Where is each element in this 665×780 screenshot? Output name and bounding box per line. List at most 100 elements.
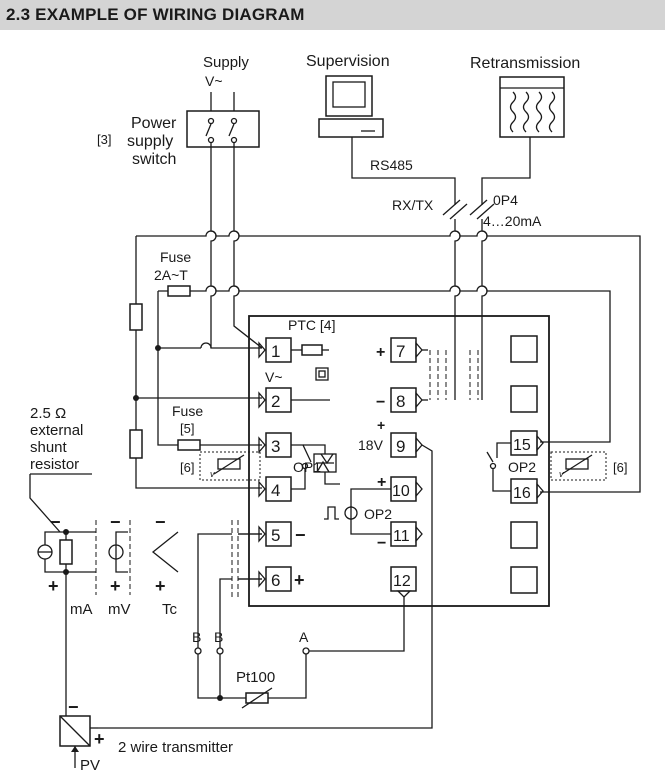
shunt-label-3: shunt — [30, 439, 68, 456]
shunt-label-2: external — [30, 422, 83, 439]
svg-text:10: 10 — [392, 483, 410, 500]
svg-text:7: 7 — [396, 342, 405, 361]
svg-text:v: v — [210, 469, 215, 479]
terminal-12: 12 — [390, 566, 417, 598]
b2-label: B — [214, 629, 223, 645]
svg-text:12: 12 — [393, 573, 411, 590]
supply-voltage-label: V~ — [205, 73, 223, 89]
t5-minus: − — [295, 525, 306, 545]
terminal-8: 8 — [390, 387, 423, 413]
mv-minus: − — [110, 512, 121, 532]
supervision-label: Supervision — [306, 53, 390, 70]
svg-text:16: 16 — [513, 485, 531, 502]
terminal-7: 7 — [390, 337, 423, 363]
snubber-left — [199, 451, 261, 481]
ma-plus: + — [48, 576, 59, 596]
op4-label: 0P4 — [493, 192, 518, 208]
transmitter-label: 2 wire transmitter — [118, 739, 233, 756]
mv-plus: + — [110, 576, 121, 596]
mv-label: mV — [108, 601, 131, 618]
t8-minus: − — [376, 394, 385, 411]
terminal-2: 2 — [258, 387, 292, 413]
ptc-resistor — [301, 344, 323, 356]
terminal-5: 5 — [258, 521, 292, 547]
op2-ssr-label: OP2 — [364, 506, 392, 522]
ref6-left-label: [6] — [180, 460, 194, 475]
svg-text:1: 1 — [271, 342, 280, 361]
op2-relay-label: OP2 — [508, 459, 536, 475]
fuse-mid-label: Fuse — [172, 403, 203, 419]
pulse-icon — [324, 506, 339, 520]
double-insulation-icon — [315, 367, 329, 381]
svg-text:v: v — [559, 469, 564, 479]
svg-text:3: 3 — [271, 437, 280, 456]
slot-2 — [510, 385, 538, 413]
slot-3 — [510, 521, 538, 549]
ma-label: mA — [70, 601, 93, 618]
v-label: V~ — [265, 369, 283, 385]
tx-minus: − — [68, 697, 79, 717]
section-header: 2.3 EXAMPLE OF WIRING DIAGRAM — [0, 0, 665, 30]
terminal-11: 11 — [390, 521, 423, 547]
t6-plus: + — [294, 570, 305, 590]
terminal-1: 1 — [258, 337, 292, 363]
v18-label: 18V — [358, 437, 384, 453]
tc-plus: + — [155, 576, 166, 596]
terminal-16: 16 — [510, 478, 544, 504]
svg-text:15: 15 — [513, 437, 531, 454]
a-label: A — [299, 629, 309, 645]
chart-recorder-icon — [499, 76, 565, 138]
t10-plus: + — [377, 474, 386, 491]
power-switch-label-3: switch — [132, 151, 176, 168]
terminal-4: 4 — [258, 476, 292, 502]
svg-text:6: 6 — [271, 571, 280, 590]
svg-text:11: 11 — [393, 528, 410, 545]
supply-label: Supply — [203, 54, 249, 71]
thermocouple-icon — [151, 531, 179, 573]
fuse-2a — [167, 285, 191, 297]
fuse-top-rating: 2A~T — [154, 267, 188, 283]
slot-1 — [510, 335, 538, 363]
ma-minus: − — [50, 512, 61, 532]
rxtx-label: RX/TX — [392, 197, 434, 213]
fuse-5 — [177, 439, 201, 451]
ref6-right-label: [6] — [613, 460, 627, 475]
terminal-6: 6 — [258, 566, 292, 592]
slot-4 — [510, 566, 538, 594]
b1-label: B — [192, 629, 201, 645]
fuse-mid-ref: [5] — [180, 421, 194, 436]
terminal-10: 10 — [390, 476, 423, 502]
fuse-top-label: Fuse — [160, 249, 191, 265]
pv-label: PV — [80, 757, 100, 774]
t9-plus: + — [377, 417, 385, 433]
wiring-diagram: Supply V~ [3] Power supply switch Superv… — [29, 53, 641, 774]
rs485-label: RS485 — [370, 157, 413, 173]
power-switch-box — [186, 110, 260, 148]
section-title: 2.3 EXAMPLE OF WIRING DIAGRAM — [6, 5, 305, 24]
controller-box — [248, 315, 550, 607]
shunt-label-1: 2.5 Ω — [30, 405, 66, 422]
svg-text:9: 9 — [396, 437, 405, 456]
terminal-9: 9 — [390, 432, 423, 458]
power-switch-label-1: Power — [131, 115, 177, 132]
terminal-15: 15 — [510, 430, 544, 456]
shunt-label-4: resistor — [30, 456, 79, 473]
t7-plus: + — [376, 344, 385, 361]
tc-minus: − — [155, 512, 166, 532]
t11-minus: − — [377, 535, 386, 552]
tc-label: Tc — [162, 601, 178, 618]
svg-text:2: 2 — [271, 392, 280, 411]
op4-range-label: 4…20mA — [483, 213, 542, 229]
snubber-right — [550, 451, 607, 481]
retransmission-label: Retransmission — [470, 55, 580, 72]
tx-plus: + — [94, 729, 105, 749]
svg-text:4: 4 — [271, 481, 280, 500]
svg-text:8: 8 — [396, 392, 405, 411]
transmitter-icon — [59, 715, 91, 747]
terminal-3: 3 — [258, 432, 292, 458]
computer-icon — [318, 75, 384, 138]
svg-text:5: 5 — [271, 526, 280, 545]
power-switch-label-2: supply — [127, 133, 173, 150]
power-switch-ref: [3] — [97, 132, 111, 147]
ptc-label: PTC [4] — [288, 317, 335, 333]
